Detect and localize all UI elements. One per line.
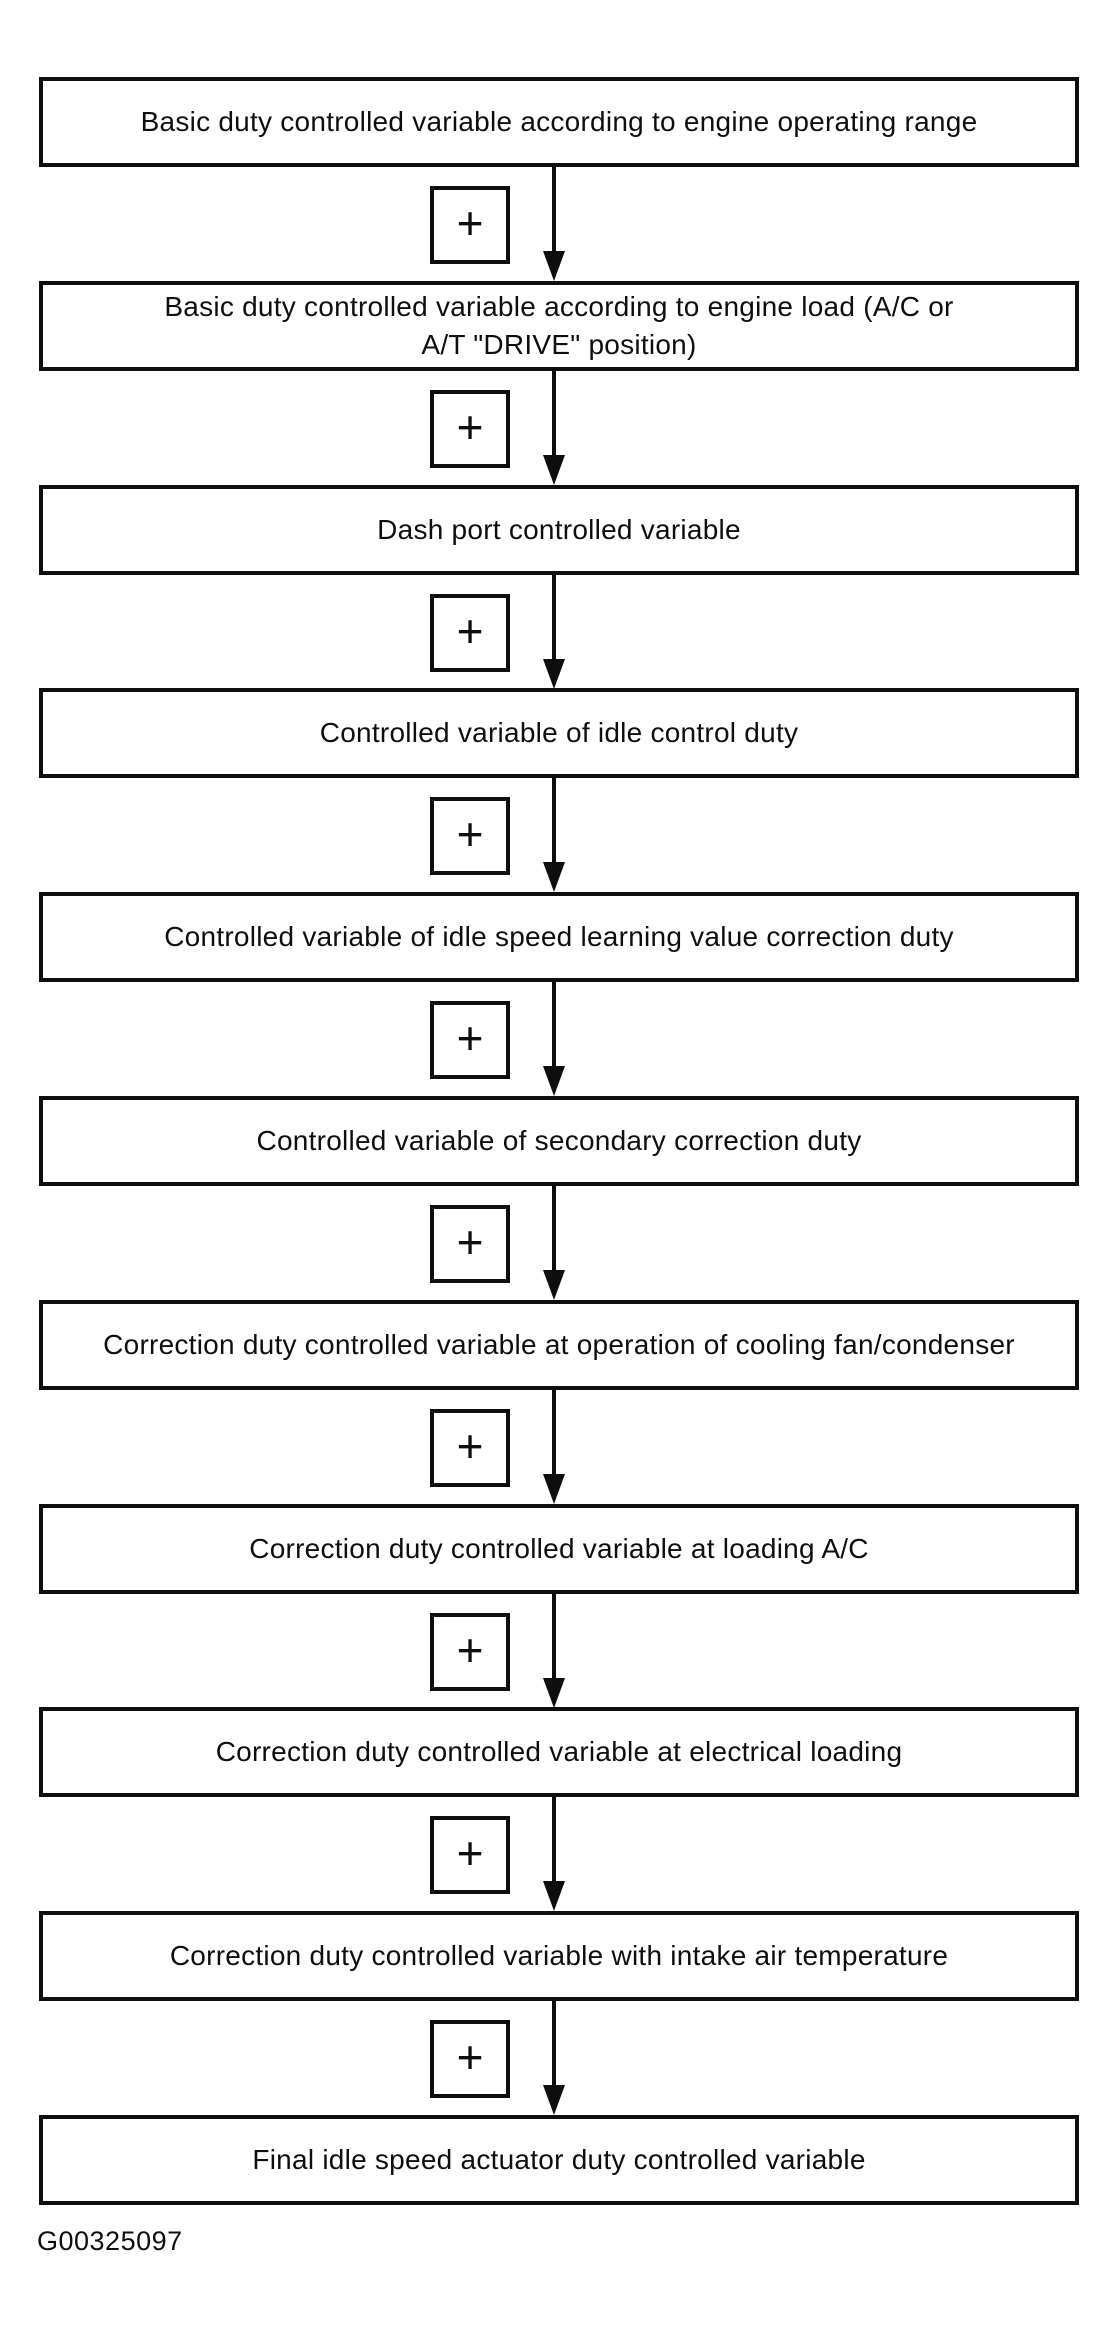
plus-icon: +	[456, 1623, 484, 1676]
flow-box-intake-air-temperature: Correction duty controlled variable with…	[39, 1911, 1079, 2002]
arrow-line	[552, 1593, 556, 1684]
arrow-head	[543, 2085, 565, 2116]
plus-icon: +	[456, 1216, 484, 1268]
connector-segment: +	[0, 1389, 1118, 1504]
flow-box-label: Correction duty controlled variable at e…	[215, 1736, 903, 1768]
arrow-line	[552, 574, 556, 665]
arrow-head	[543, 251, 565, 281]
down-arrow-icon	[0, 167, 1118, 281]
connector-segment: +	[0, 1186, 1118, 1300]
arrow-head	[543, 1677, 565, 1708]
plus-operator-box: +	[430, 1001, 510, 1080]
down-arrow-icon	[0, 1186, 1118, 1300]
arrow-line	[552, 370, 556, 461]
flow-box-loading-ac: Correction duty controlled variable at l…	[39, 1503, 1079, 1594]
plus-icon: +	[456, 808, 484, 861]
down-arrow-icon	[0, 1593, 1118, 1708]
figure-code: G00325097	[37, 2226, 183, 2256]
plus-icon: +	[456, 197, 484, 249]
arrow-line	[552, 2001, 556, 2092]
connector-segment: +	[0, 2001, 1118, 2116]
arrow-line	[552, 778, 556, 869]
flow-box-label: Basic duty controlled variable according…	[140, 105, 978, 137]
down-arrow-icon	[0, 2001, 1118, 2116]
flow-box-label: Correction duty controlled variable at o…	[103, 1328, 1015, 1360]
flow-box-label: Correction duty controlled variable at l…	[249, 1532, 869, 1564]
down-arrow-icon	[0, 1389, 1118, 1504]
arrow-head	[543, 862, 565, 893]
arrow-head	[543, 454, 565, 485]
flow-box-label: Correction duty controlled variable with…	[169, 1940, 949, 1972]
plus-operator-box: +	[430, 389, 510, 468]
down-arrow-icon	[0, 370, 1118, 485]
plus-icon: +	[456, 604, 484, 657]
connector-segment: +	[0, 1593, 1118, 1708]
arrow-head	[543, 1473, 565, 1504]
arrow-line	[552, 1389, 556, 1480]
arrow-head	[543, 1881, 565, 1912]
down-arrow-icon	[0, 982, 1118, 1097]
arrow-head	[543, 658, 565, 689]
plus-operator-box: +	[430, 2020, 510, 2099]
down-arrow-icon	[0, 1797, 1118, 1912]
plus-icon: +	[456, 1012, 484, 1065]
plus-operator-box: +	[430, 186, 510, 264]
connector-segment: +	[0, 167, 1118, 281]
flow-box-secondary-correction: Controlled variable of secondary correct…	[39, 1096, 1079, 1186]
flow-box-label: Controlled variable of secondary correct…	[256, 1124, 862, 1156]
plus-icon: +	[456, 1419, 484, 1472]
connector-segment: +	[0, 778, 1118, 893]
flow-box-label: Basic duty controlled variable according…	[164, 290, 954, 360]
plus-icon: +	[456, 400, 484, 453]
arrow-line	[552, 1186, 556, 1276]
plus-operator-box: +	[430, 1205, 510, 1283]
plus-operator-box: +	[430, 1816, 510, 1895]
arrow-head	[543, 1066, 565, 1097]
flow-box-label: Final idle speed actuator duty controlle…	[252, 2143, 866, 2175]
plus-operator-box: +	[430, 797, 510, 876]
arrow-line	[552, 1797, 556, 1888]
plus-operator-box: +	[430, 1612, 510, 1691]
flow-box-label: Controlled variable of idle control duty	[319, 717, 799, 749]
connector-segment: +	[0, 1797, 1118, 1912]
down-arrow-icon	[0, 574, 1118, 689]
flow-box-label: Controlled variable of idle speed learni…	[164, 921, 954, 953]
arrow-head	[543, 1270, 565, 1300]
flow-box-dash-port: Dash port controlled variable	[39, 484, 1079, 575]
plus-icon: +	[456, 2031, 484, 2084]
plus-operator-box: +	[430, 1408, 510, 1487]
flow-box-label: Dash port controlled variable	[377, 513, 741, 545]
flow-box-idle-speed-learning: Controlled variable of idle speed learni…	[39, 892, 1079, 983]
down-arrow-icon	[0, 778, 1118, 893]
flow-box-basic-duty-engine-load: Basic duty controlled variable according…	[39, 280, 1079, 371]
connector-segment: +	[0, 370, 1118, 485]
flow-box-final-idle-speed-duty: Final idle speed actuator duty controlle…	[39, 2115, 1079, 2205]
connector-segment: +	[0, 982, 1118, 1097]
plus-icon: +	[456, 1827, 484, 1880]
flow-box-cooling-fan-condenser: Correction duty controlled variable at o…	[39, 1299, 1079, 1390]
connector-segment: +	[0, 574, 1118, 689]
arrow-line	[552, 982, 556, 1073]
arrow-line	[552, 167, 556, 257]
flow-box-basic-duty-operating-range: Basic duty controlled variable according…	[39, 77, 1079, 167]
flow-box-electrical-loading: Correction duty controlled variable at e…	[39, 1707, 1079, 1798]
flow-box-idle-control-duty: Controlled variable of idle control duty	[39, 688, 1079, 779]
plus-operator-box: +	[430, 593, 510, 672]
